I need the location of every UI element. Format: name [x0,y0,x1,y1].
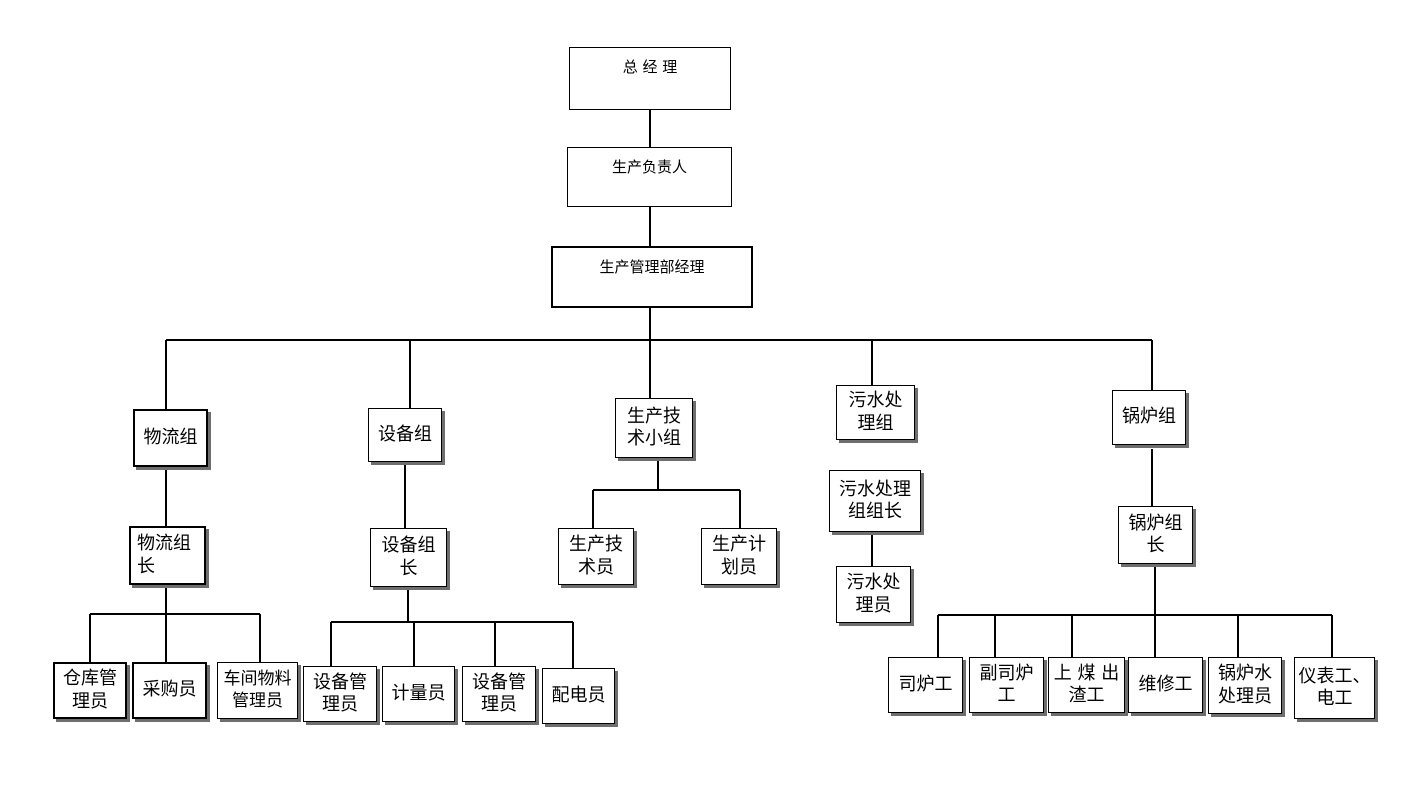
node-label: 司炉工 [898,673,953,695]
node-logistics-leader: 物流组 长 [129,526,206,585]
node-label: 生产负责人 [611,158,687,176]
node-label: 设备管 理员 [313,671,367,716]
node-coal-ash-worker: 上 煤 出 渣工 [1048,657,1125,713]
node-label: 维修工 [1138,673,1193,695]
node-label: 物流组 长 [137,533,191,577]
node-production-head: 生产负责人 [567,147,732,207]
node-purchaser: 采购员 [132,662,207,719]
node-label: 生产技 术员 [569,534,623,578]
node-equipment-leader: 设备组 长 [370,528,447,587]
node-instrument-electrician: 仪表工、 电工 [1294,657,1375,719]
node-label: 物流组 [143,426,198,448]
node-production-manager: 生产管理部经理 [551,246,753,308]
node-production-planner: 生产计 划员 [701,528,777,585]
node-boiler-water-treatment: 锅炉水 处理员 [1208,657,1282,714]
node-sewage-group: 污水处 理组 [836,385,915,440]
node-electrician: 配电员 [542,668,615,724]
node-metrologist: 计量员 [382,666,455,722]
node-label: 生产管理部经理 [599,258,705,276]
node-label: 锅炉组 [1122,406,1176,428]
node-boiler-leader: 锅炉组 长 [1118,506,1193,564]
node-workshop-material-admin: 车间物料 管理员 [217,662,298,719]
node-label: 生产技 术小组 [627,405,681,450]
node-label: 采购员 [142,679,197,701]
node-label: 生产计 划员 [712,534,766,578]
node-label: 总 经 理 [622,58,678,76]
node-label: 污水处 理员 [846,572,901,616]
node-warehouse-keeper: 仓库管 理员 [53,662,127,719]
node-general-manager: 总 经 理 [569,47,731,110]
node-label: 设备组 [378,423,432,445]
node-label: 污水处理 组组长 [839,478,911,523]
node-equipment-admin-2: 设备管 理员 [462,666,536,722]
node-stoker: 司炉工 [888,657,963,713]
node-assistant-stoker: 副司炉 工 [969,657,1044,713]
node-equipment-group: 设备组 [368,408,442,462]
node-label: 计量员 [391,682,446,704]
node-label: 锅炉组 长 [1128,512,1183,557]
node-production-tech-group: 生产技 术小组 [615,398,693,458]
node-label: 配电员 [551,684,606,706]
node-label: 污水处 理组 [848,390,903,434]
node-label: 设备组 长 [381,535,436,579]
node-label: 设备管 理员 [472,671,526,716]
node-label: 仓库管 理员 [63,668,117,712]
node-boiler-group: 锅炉组 [1112,390,1186,445]
node-label: 车间物料 管理员 [223,669,292,711]
node-label: 上 煤 出 渣工 [1053,662,1120,707]
node-production-technician: 生产技 术员 [558,528,634,585]
node-label: 副司炉 工 [979,662,1034,707]
node-logistics-group: 物流组 [133,409,208,467]
node-maintenance-worker: 维修工 [1128,657,1203,713]
node-label: 锅炉水 处理员 [1218,663,1272,707]
node-sewage-operator: 污水处 理员 [836,566,911,623]
node-label: 仪表工、 电工 [1298,665,1371,710]
node-equipment-admin-1: 设备管 理员 [303,666,377,722]
node-sewage-leader: 污水处理 组组长 [829,470,921,532]
